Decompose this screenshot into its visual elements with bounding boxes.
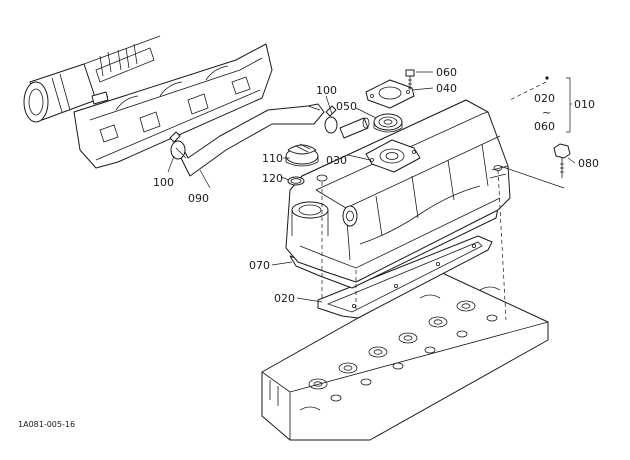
callout-030: 030	[326, 154, 347, 167]
breather-plate	[365, 139, 421, 173]
breather-cover	[365, 79, 415, 109]
callout-040: 040	[436, 82, 457, 95]
callout-010: 010	[574, 98, 595, 111]
cylinder-head-cover	[285, 99, 511, 283]
o-ring	[287, 176, 305, 186]
range-to: 060	[534, 120, 555, 133]
cylinder-head	[261, 271, 549, 441]
breather-hose	[175, 103, 325, 177]
callout-080: 080	[578, 157, 599, 170]
leader-lines	[167, 71, 576, 303]
oil-filler-cap	[285, 143, 319, 167]
manifold	[23, 35, 273, 169]
gasket	[317, 235, 493, 319]
callout-020: 020	[274, 292, 295, 305]
callout-110: 110	[262, 152, 283, 165]
callout-labels: 060 040 100 050 110 030 120 100 090 070 …	[153, 66, 599, 305]
cap-nut	[553, 143, 571, 178]
callout-050: 050	[336, 100, 357, 113]
callout-120: 120	[262, 172, 283, 185]
callout-070: 070	[249, 259, 270, 272]
bolt	[405, 69, 415, 90]
callout-060: 060	[436, 66, 457, 79]
callout-100-lower: 100	[153, 176, 174, 189]
callout-090: 090	[188, 192, 209, 205]
range-separator: ~	[542, 106, 551, 119]
assembly-lines	[175, 81, 565, 321]
breather-element	[373, 113, 403, 133]
breather-pipe	[339, 117, 370, 139]
range-from: 020	[534, 92, 555, 105]
figure-reference: 1A081-005-16	[18, 420, 75, 429]
callout-100-upper: 100	[316, 84, 337, 97]
